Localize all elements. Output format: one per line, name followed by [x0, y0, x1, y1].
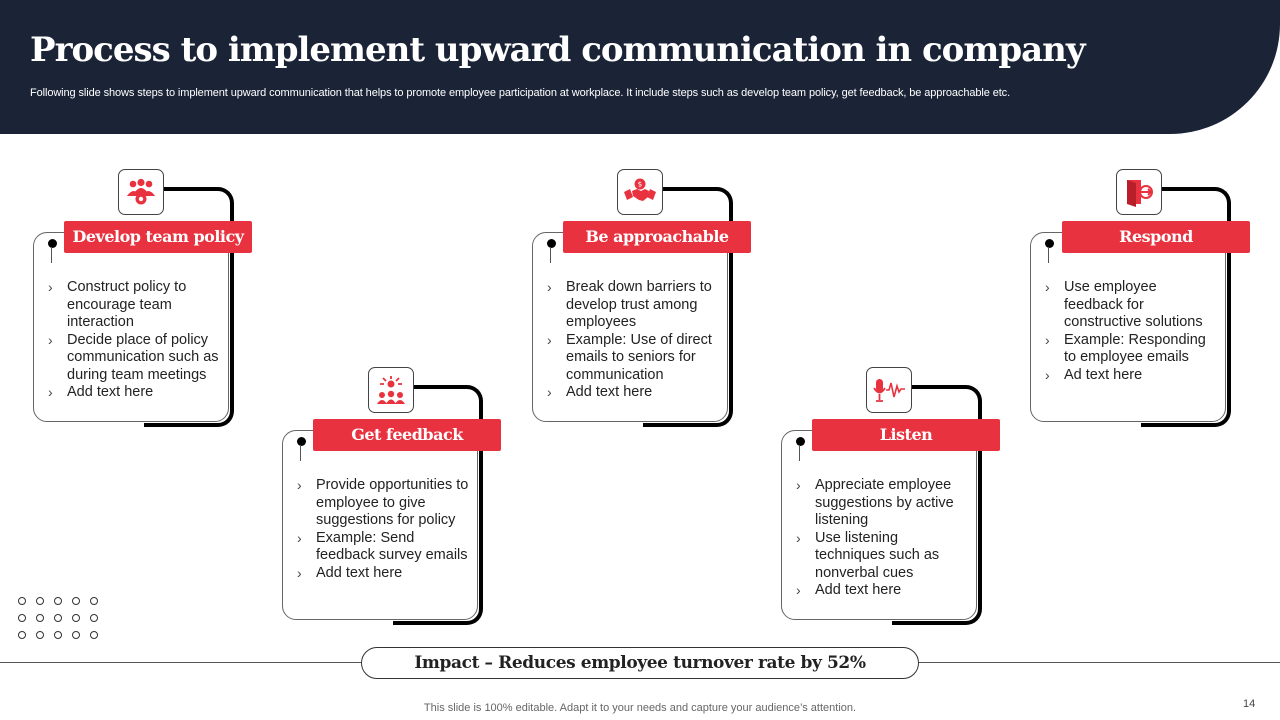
step-card-develop-team-policy: Construct policy to encourage team inter… [33, 232, 229, 422]
bullet-item: Example: Send feedback survey emails [297, 530, 471, 565]
team-settings-icon [118, 169, 164, 215]
bullet-item: Use listening techniques such as nonverb… [796, 530, 970, 583]
bullet-item: Appreciate employee suggestions by activ… [796, 477, 970, 530]
header-banner: Process to implement upward communicatio… [0, 0, 1280, 134]
bullet-item: Construct policy to encourage team inter… [48, 279, 222, 332]
bullet-item: Break down barriers to develop trust amo… [547, 279, 721, 332]
bullet-item: Decide place of policy communication suc… [48, 332, 222, 385]
step-label-listen: Listen [812, 419, 1000, 451]
step-card-be-approachable: Break down barriers to develop trust amo… [532, 232, 728, 422]
svg-text:$: $ [638, 181, 642, 189]
bullet-item: Add text here [297, 565, 471, 583]
step-label-develop-team-policy: Develop team policy [64, 221, 252, 253]
step-card-respond: Use employee feedback for constructive s… [1030, 232, 1226, 422]
page-subtitle: Following slide shows steps to implement… [30, 87, 1011, 99]
step-card-get-feedback: Provide opportunities to employee to giv… [282, 430, 478, 620]
connector-dot [796, 437, 805, 461]
bullet-item: Add text here [796, 582, 970, 600]
connector-dot [48, 239, 57, 263]
step-label-get-feedback: Get feedback [313, 419, 501, 451]
step-card-listen: Appreciate employee suggestions by activ… [781, 430, 977, 620]
page-title: Process to implement upward communicatio… [30, 30, 1086, 70]
bullet-list: Appreciate employee suggestions by activ… [796, 477, 970, 600]
page-number: 14 [1243, 698, 1256, 710]
step-label-be-approachable: Be approachable [563, 221, 751, 253]
connector-dot [297, 437, 306, 461]
bullet-item: Add text here [48, 384, 222, 402]
bullet-list: Break down barriers to develop trust amo… [547, 279, 721, 402]
bullet-item: Example: Use of direct emails to seniors… [547, 332, 721, 385]
bullet-list: Provide opportunities to employee to giv… [297, 477, 471, 582]
microphone-wave-icon [866, 367, 912, 413]
bullet-item: Use employee feedback for constructive s… [1045, 279, 1219, 332]
handshake-icon: $ [617, 169, 663, 215]
feedback-group-icon [368, 367, 414, 413]
exit-door-icon [1116, 169, 1162, 215]
footer-note: This slide is 100% editable. Adapt it to… [423, 702, 857, 714]
step-label-respond: Respond [1062, 221, 1250, 253]
bullet-item: Ad text here [1045, 367, 1219, 385]
impact-banner: Impact – Reduces employee turnover rate … [361, 647, 919, 679]
connector-dot [547, 239, 556, 263]
bullet-item: Provide opportunities to employee to giv… [297, 477, 471, 530]
bullet-item: Add text here [547, 384, 721, 402]
bullet-item: Example: Responding to employee emails [1045, 332, 1219, 367]
bullet-list: Use employee feedback for constructive s… [1045, 279, 1219, 384]
bullet-list: Construct policy to encourage team inter… [48, 279, 222, 402]
connector-dot [1045, 239, 1054, 263]
